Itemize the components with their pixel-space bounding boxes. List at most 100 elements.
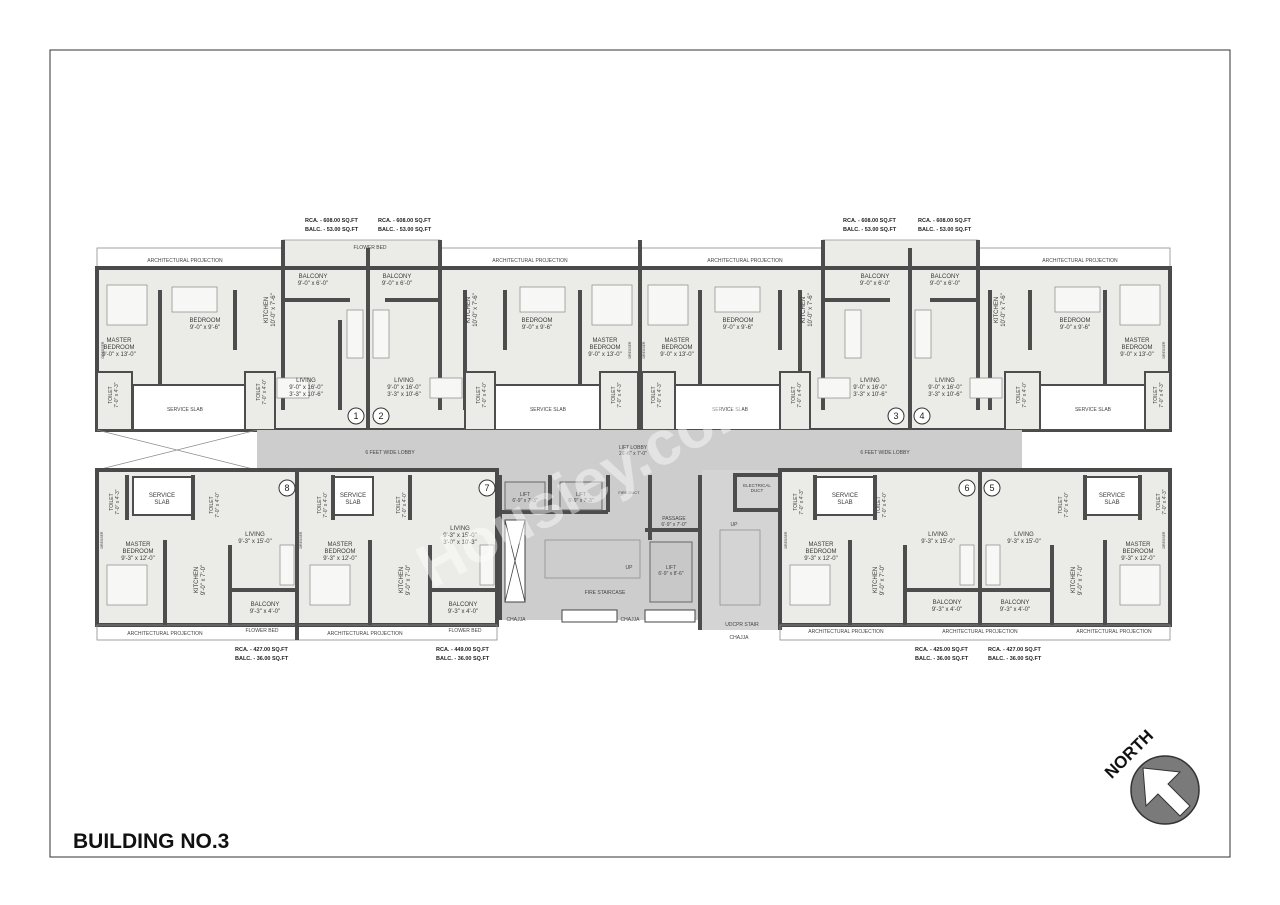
label-line: 9'-3" x 4'-0" (250, 609, 280, 615)
label-line: 7'-0" x 4'-0" (1022, 382, 1028, 407)
arch-projection-label: ARCHITECTURAL PROJECTION (147, 258, 223, 264)
label-line: BEDROOM (1121, 345, 1152, 351)
label-line: KITCHEN (994, 297, 1000, 323)
label-line: LIVING (394, 378, 414, 384)
label-line: BALCONY (861, 274, 890, 280)
sofa (372, 309, 390, 359)
balcony-area: BALC. - 36.00 SQ.FT (436, 656, 490, 662)
label-line: 9'-3" x 12'-0" (323, 556, 357, 562)
label-line: 9'-3" x 4'-0" (448, 609, 478, 615)
lobby-label: 6 FEET WIDE LOBBY (860, 450, 910, 456)
chajja-label: CHAJJA (507, 617, 527, 623)
toilet-label: TOILET7'-0" x 4'-3" (611, 382, 623, 407)
label-line: KITCHEN (194, 567, 200, 593)
dresser-label: DRESSER (100, 531, 104, 548)
bed (106, 284, 148, 326)
label-line: ELECTRICAL (743, 483, 771, 488)
kitchen-label: KITCHEN10'-0" x 7'-6" (801, 293, 814, 327)
label-line: MASTER (106, 338, 132, 344)
label-line: TOILET (108, 386, 114, 403)
label-line: 9'-3" x 4'-0" (1000, 607, 1030, 613)
balcony-area: BALC. - 53.00 SQ.FT (843, 227, 897, 233)
toilet-label: TOILET7'-0" x 4'-0" (791, 382, 803, 407)
sofa (279, 544, 295, 586)
rca-area: RCA. - 608.00 SQ.FT (305, 218, 359, 224)
lift-car (649, 541, 693, 603)
label-line: MASTER (592, 338, 618, 344)
lobby-area (257, 430, 1022, 470)
dresser-label: DRESSER (299, 531, 303, 548)
label-line: SERVICE (149, 493, 175, 499)
label-line: 7'-0" x 4'-0" (882, 492, 888, 517)
dining-table (276, 377, 310, 399)
kitchen-label: KITCHEN9'-0" x 7'-0" (194, 565, 207, 595)
rca-area: RCA. - 608.00 SQ.FT (378, 218, 432, 224)
label-line: 9'-0" x 16'-0" (853, 385, 887, 391)
balcony-area: BALC. - 53.00 SQ.FT (305, 227, 359, 233)
label-line: 9'-3" x 15'-0" (1007, 539, 1041, 545)
toilet-label: TOILET7'-0" x 4'-0" (476, 382, 488, 407)
toilet-label: TOILET7'-0" x 4'-0" (209, 492, 221, 517)
label-line: 7'-0" x 4'-3" (114, 382, 120, 407)
bed (1119, 284, 1161, 326)
north-arrow: NORTH (1101, 726, 1200, 825)
toilet (244, 371, 276, 431)
label-line: 9'-0" x 7'-0" (406, 565, 412, 595)
arch-projection-label: ARCHITECTURAL PROJECTION (707, 258, 783, 264)
service-slab (814, 476, 876, 516)
lobby-label: 6 FEET WIDE LOBBY (365, 450, 415, 456)
label-line: BALCONY (1001, 600, 1030, 606)
duct (644, 609, 696, 623)
label-line: MASTER (664, 338, 690, 344)
label-line: BEDROOM (661, 345, 692, 351)
label-line: MASTER (1125, 542, 1151, 548)
label-line: LIVING (1014, 532, 1034, 538)
label-line: 7'-0" x 4'-3" (115, 489, 121, 514)
udcpr-stair-label: UDCPR STAIR (725, 622, 759, 628)
unit-numbers: 1 2 3 4 8 7 6 5 (278, 407, 1001, 497)
toilet (1004, 371, 1041, 431)
dresser-label: DRESSER (642, 341, 646, 358)
label-line: 9'-3" x 15'-0" (238, 539, 272, 545)
label-line: 9'-0" x 13'-0" (102, 352, 136, 358)
label-line: LIFT LOBBY (619, 445, 648, 451)
arch-projection-label: ARCHITECTURAL PROJECTION (1076, 629, 1152, 635)
label-line: 9'-0" x 7'-0" (880, 565, 886, 595)
arch-projection-label: ARCHITECTURAL PROJECTION (942, 629, 1018, 635)
fire-duct-label: FIRE DUCT (618, 490, 640, 495)
label-line: 7'-0" x 4'-0" (482, 382, 488, 407)
label-line: BEDROOM (103, 345, 134, 351)
label-line: BEDROOM (722, 318, 753, 324)
kitchen-label: KITCHEN10'-0" x 7'-6" (994, 293, 1007, 327)
udcpr-stair-flight (719, 529, 761, 606)
sofa (959, 544, 975, 586)
balcony-area: BALC. - 53.00 SQ.FT (378, 227, 432, 233)
label-line: TOILET (1153, 386, 1159, 403)
sofa (844, 309, 862, 359)
lift-car (504, 481, 546, 511)
label-line: BEDROOM (521, 318, 552, 324)
unit-number: 1 (353, 411, 358, 421)
toilet-label: TOILET7'-0" x 4'-3" (108, 382, 120, 407)
label-line: 7'-0" x 4'-0" (323, 492, 329, 517)
bed (591, 284, 633, 326)
rca-area: RCA. - 608.00 SQ.FT (843, 218, 897, 224)
dresser-label: DRESSER (784, 531, 788, 548)
bottom-wing (95, 468, 1172, 641)
dining-table (817, 377, 851, 399)
label-line: 9'-3" x 15'-0" (921, 539, 955, 545)
label-line: TOILET (791, 386, 797, 403)
toilet-label: TOILET7'-0" x 4'-3" (793, 489, 805, 514)
label-line: 10'-0" x 7'-6" (808, 293, 814, 327)
label-line: BEDROOM (324, 549, 355, 555)
cut-line (96, 429, 258, 471)
label-line: SERVICE (1099, 493, 1125, 499)
chajja-label: CHAJJA (621, 617, 641, 623)
